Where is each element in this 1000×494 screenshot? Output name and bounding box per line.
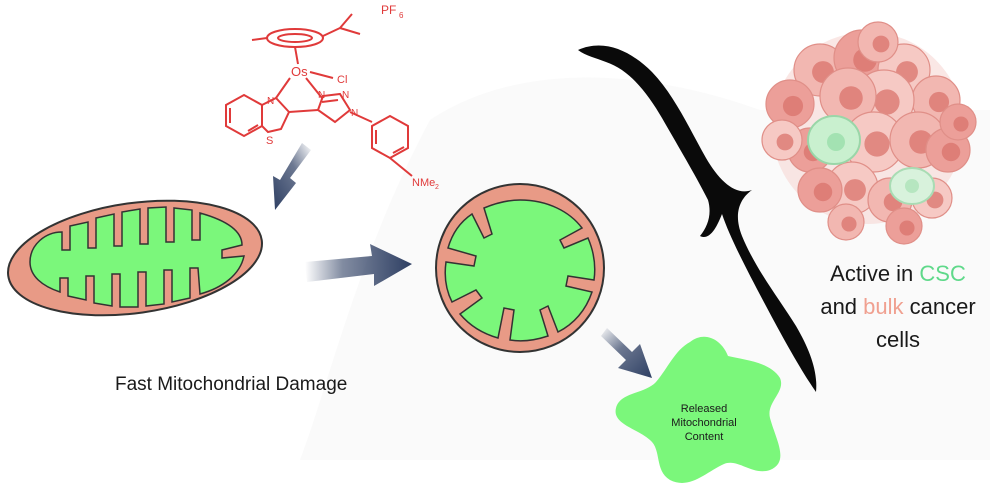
- activity-line-1: Active in CSC: [830, 261, 966, 286]
- activity-line-3: cells: [876, 327, 920, 352]
- cancer-stem-cell: [889, 167, 935, 205]
- released-label-line-1: Released: [681, 403, 727, 415]
- tumor-cell-nucleus: [872, 35, 890, 53]
- triazole-n-label-3: N: [351, 108, 358, 119]
- arrow-to-swollen-mitochondrion: [305, 244, 412, 286]
- arrow-complex-to-mitochondrion: [273, 143, 311, 210]
- arrow-to-released-content: [601, 328, 652, 378]
- healthy-mitochondrion: [7, 199, 263, 317]
- tumor-cell-nucleus: [813, 182, 833, 202]
- tumor-cells: [761, 21, 977, 245]
- thiazole-n-label: N: [267, 96, 274, 107]
- swollen-mitochondrion: [435, 183, 605, 353]
- thiazole-s-label: S: [266, 135, 273, 147]
- tumor-cell-nucleus: [899, 220, 915, 236]
- swollen-mitochondrion-cristae: [444, 199, 596, 342]
- tumor-cell-nucleus: [844, 179, 866, 201]
- released-label-line-3: Content: [685, 431, 724, 443]
- osmium-complex-structure: [225, 13, 413, 177]
- cancer-cell-cluster: [761, 21, 977, 245]
- osmium-atom-label: Os: [291, 64, 308, 79]
- tumor-cell-nucleus: [864, 131, 890, 157]
- released-content-blob: [615, 336, 782, 483]
- tumor-cell-nucleus: [874, 89, 900, 115]
- amine-label: NMe: [412, 177, 435, 189]
- tumor-cell-nucleus: [953, 116, 969, 132]
- activity-caption: Active in CSC and bulk cancer cells: [820, 261, 975, 352]
- chloride-label: Cl: [337, 74, 347, 86]
- mitochondrion-cristae: [29, 206, 245, 308]
- released-content-label: Released Mitochondrial Content: [671, 403, 736, 443]
- counterion-label: PF: [381, 3, 396, 17]
- triazole-n-label-1: N: [318, 90, 325, 101]
- counterion-subscript: 6: [399, 11, 404, 20]
- tumor-cell-nucleus: [776, 133, 794, 151]
- triazole-n-label-2: N: [342, 90, 349, 101]
- tumor-cell-nucleus: [941, 142, 961, 162]
- tumor-cell-nucleus: [928, 91, 950, 113]
- csc-highlight: CSC: [919, 261, 966, 286]
- activity-line-2: and bulk cancer: [820, 294, 975, 319]
- amine-subscript: 2: [435, 184, 439, 191]
- bulk-highlight: bulk: [863, 294, 904, 319]
- osmium-complex-labels: PF 6 Os Cl N S N N N NMe 2: [266, 3, 439, 191]
- released-label-line-2: Mitochondrial: [671, 417, 736, 429]
- tumor-cell-nucleus: [782, 95, 804, 117]
- damage-caption: Fast Mitochondrial Damage: [115, 374, 347, 395]
- cancer-stem-cell: [807, 115, 861, 165]
- tumor-cell-nucleus: [841, 216, 857, 232]
- tumor-cell-nucleus: [839, 86, 863, 110]
